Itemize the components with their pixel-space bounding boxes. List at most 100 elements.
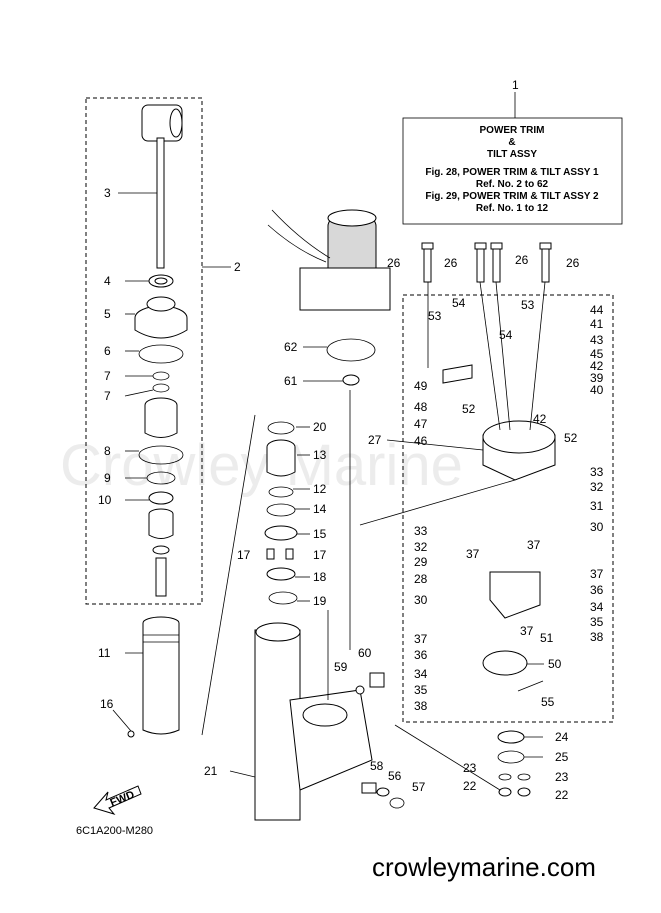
callout-7b: 7 [104, 389, 111, 403]
callout-43: 43 [590, 333, 604, 347]
callout-29: 29 [414, 555, 428, 569]
diagram-code: 6C1A200-M280 [76, 825, 153, 837]
callout-50: 50 [548, 657, 562, 671]
callout-12: 12 [313, 482, 327, 496]
title-line-7: Ref. No. 1 to 12 [476, 203, 549, 214]
callout-24: 24 [555, 730, 569, 744]
callout-33a: 33 [590, 465, 604, 479]
callout-51: 51 [540, 631, 554, 645]
callout-16: 16 [100, 697, 114, 711]
callout-11: 11 [98, 646, 111, 660]
callout-32a: 32 [590, 480, 604, 494]
callout-52a: 52 [462, 402, 476, 416]
leader-lines [112, 192, 546, 791]
callout-15: 15 [313, 527, 327, 541]
callout-6: 6 [104, 344, 111, 358]
callout-3: 3 [104, 186, 111, 200]
callout-37a: 37 [466, 547, 480, 561]
callout-32b: 32 [414, 540, 428, 554]
callout-52b: 52 [564, 431, 578, 445]
callout-17a: 17 [237, 548, 251, 562]
callout-25: 25 [555, 750, 569, 764]
callout-26d: 26 [566, 256, 580, 270]
callout-23a: 23 [463, 761, 477, 775]
callout-22b: 22 [555, 788, 569, 802]
callout-53a: 53 [428, 309, 442, 323]
watermark: Crowley Marine [60, 433, 463, 498]
callout-62: 62 [284, 340, 298, 354]
callout-36a: 36 [590, 583, 604, 597]
title-line-6: Fig. 29, POWER TRIM & TILT ASSY 2 [425, 191, 599, 202]
callout-60: 60 [358, 646, 372, 660]
callout-46: 46 [414, 434, 428, 448]
callout-26b: 26 [444, 256, 458, 270]
callout-36b: 36 [414, 648, 428, 662]
left-dashed-group [85, 97, 203, 605]
title-line-3: TILT ASSY [487, 149, 537, 160]
callout-35b: 35 [414, 683, 428, 697]
callout-41: 41 [590, 317, 604, 331]
callout-53b: 53 [521, 298, 535, 312]
callout-55: 55 [541, 695, 555, 709]
callout-7a: 7 [104, 369, 111, 383]
middle-parts [254, 209, 405, 821]
callout-54a: 54 [452, 296, 466, 310]
callout-14: 14 [313, 502, 327, 516]
callout-49: 49 [414, 379, 428, 393]
callout-54b: 54 [499, 328, 513, 342]
title-line-1: POWER TRIM [480, 125, 545, 136]
callout-42a: 42 [533, 412, 547, 426]
callout-37c: 37 [590, 567, 604, 581]
callout-27: 27 [368, 433, 382, 447]
callout-8: 8 [104, 444, 111, 458]
callout-19: 19 [313, 594, 327, 608]
callout-31: 31 [590, 499, 604, 513]
callout-57: 57 [412, 780, 426, 794]
right-parts [421, 242, 556, 797]
callout-18: 18 [313, 570, 327, 584]
callout-33b: 33 [414, 524, 428, 538]
callout-44: 44 [590, 303, 604, 317]
callout-40: 40 [590, 383, 604, 397]
callout-26c: 26 [515, 253, 529, 267]
fwd-label: FWD [108, 789, 136, 810]
callout-9: 9 [104, 471, 111, 485]
callout-20: 20 [313, 420, 327, 434]
callout-45: 45 [590, 347, 604, 361]
title-line-4: Fig. 28, POWER TRIM & TILT ASSY 1 [425, 167, 599, 178]
callout-37b: 37 [527, 538, 541, 552]
callout-10: 10 [98, 493, 112, 507]
callout-numbers: 1 2 3 4 5 6 7 7 8 9 10 11 16 12 13 14 15… [98, 78, 604, 802]
callout-34a: 34 [590, 600, 604, 614]
callout-30b: 30 [414, 593, 428, 607]
callout-37d: 37 [520, 624, 534, 638]
tilt-rod-assembly [127, 104, 188, 738]
fwd-arrow-icon: FWD [93, 785, 142, 815]
callout-30a: 30 [590, 520, 604, 534]
callout-17b: 17 [313, 548, 327, 562]
callout-38a: 38 [590, 630, 604, 644]
callout-23b: 23 [555, 770, 569, 784]
callout-61: 61 [284, 374, 298, 388]
callout-48: 48 [414, 400, 428, 414]
callout-2: 2 [234, 260, 241, 274]
right-dashed-group [402, 294, 614, 723]
callout-35a: 35 [590, 615, 604, 629]
callout-39: 39 [590, 371, 604, 385]
callout-1: 1 [512, 78, 519, 92]
website-label: crowleymarine.com [372, 852, 596, 882]
callout-28: 28 [414, 572, 428, 586]
callout-26a: 26 [387, 256, 401, 270]
title-box: POWER TRIM & TILT ASSY Fig. 28, POWER TR… [402, 92, 623, 225]
callout-4: 4 [104, 274, 111, 288]
callout-21: 21 [204, 764, 218, 778]
callout-59: 59 [334, 660, 348, 674]
title-line-5: Ref. No. 2 to 62 [476, 179, 549, 190]
callout-34b: 34 [414, 667, 428, 681]
callout-37e: 37 [414, 632, 428, 646]
title-line-2: & [508, 137, 515, 148]
callout-5: 5 [104, 307, 111, 321]
callout-38b: 38 [414, 699, 428, 713]
callout-13: 13 [313, 448, 327, 462]
